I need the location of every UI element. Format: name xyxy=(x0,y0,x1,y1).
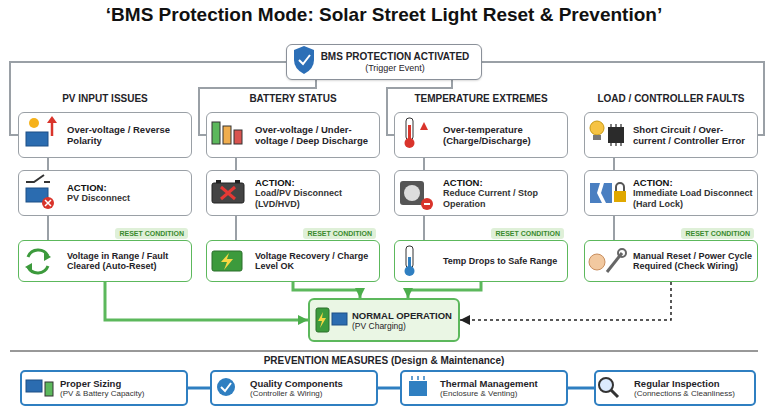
issue-box: Over-temperature (Charge/Discharge) xyxy=(394,112,568,158)
action-text: Load/PV Disconnect (LVD/HVD) xyxy=(255,188,375,209)
connector xyxy=(423,158,425,170)
connector xyxy=(613,216,615,240)
reset-tab: RESET CONDITION xyxy=(303,228,376,239)
action-heading: ACTION: xyxy=(67,182,187,193)
issue-box: Over-voltage / Reverse Polarity xyxy=(18,112,192,158)
action-text: Immediate Load Disconnect (Hard Lock) xyxy=(633,188,753,209)
connector xyxy=(423,216,425,240)
prevention-box: Quality Components(Controller & Wiring) xyxy=(210,370,378,406)
diagram-title: ‘BMS Protection Mode: Solar Street Light… xyxy=(0,3,768,27)
column-heading: LOAD / CONTROLLER FAULTS xyxy=(584,93,758,105)
reset-box: RESET CONDITIONVoltage in Range / Fault … xyxy=(18,240,192,282)
box-subtext: (Controller & Wiring) xyxy=(250,389,372,399)
connector xyxy=(293,282,360,298)
prevention-box: Proper Sizing(PV & Battery Capacity) xyxy=(20,370,188,406)
box-heading: BMS PROTECTION ACTIVATED xyxy=(321,51,470,63)
prevention-box: Thermal Management(Enclosure & Venting) xyxy=(400,370,568,406)
box-heading: Thermal Management xyxy=(440,378,562,389)
action-heading: ACTION: xyxy=(443,177,563,188)
action-box: ACTION:Immediate Load Disconnect (Hard L… xyxy=(584,170,758,216)
trigger-box: BMS PROTECTION ACTIVATED(Trigger Event) xyxy=(286,44,482,80)
reset-text: Voltage Recovery / Charge Level OK xyxy=(255,251,375,272)
section-heading: PREVENTION MEASURES (Design & Maintenanc… xyxy=(150,355,618,367)
section-divider xyxy=(10,351,758,352)
action-heading: ACTION: xyxy=(255,177,375,188)
box-heading: Proper Sizing xyxy=(60,378,182,389)
column-heading: TEMPERATURE EXTREMES xyxy=(394,93,568,105)
connector xyxy=(613,158,615,170)
reset-text: Voltage in Range / Fault Cleared (Auto-R… xyxy=(67,251,187,272)
issue-box: Over-voltage / Under-voltage / Deep Disc… xyxy=(206,112,380,158)
reset-text: Temp Drops to Safe Range xyxy=(443,256,563,267)
action-text: PV Disconnect xyxy=(67,193,187,204)
action-heading: ACTION: xyxy=(633,177,753,188)
prevention-box: Regular Inspection(Connections & Cleanli… xyxy=(594,370,756,406)
column-heading: PV INPUT ISSUES xyxy=(18,93,192,105)
connector-group xyxy=(10,62,764,388)
reset-box: RESET CONDITIONTemp Drops to Safe Range xyxy=(394,240,568,282)
box-heading: Regular Inspection xyxy=(634,378,750,389)
connector xyxy=(408,282,481,298)
connector xyxy=(105,282,308,320)
box-subtext: (PV & Battery Capacity) xyxy=(60,389,182,399)
box-text: Over-voltage / Under-voltage / Deep Disc… xyxy=(255,124,375,146)
action-box: ACTION:Load/PV Disconnect (LVD/HVD) xyxy=(206,170,380,216)
reset-box: RESET CONDITIONManual Reset / Power Cycl… xyxy=(584,240,758,282)
column-heading: BATTERY STATUS xyxy=(206,93,380,105)
box-text: Over-voltage / Reverse Polarity xyxy=(67,124,187,146)
reset-box: RESET CONDITIONVoltage Recovery / Charge… xyxy=(206,240,380,282)
normal-operation-box: NORMAL OPERATION(PV Charging) xyxy=(308,298,460,342)
connector xyxy=(235,158,237,170)
box-text: Short Circuit / Over-current / Controlle… xyxy=(633,124,753,146)
box-subtext: (Connections & Cleanliness) xyxy=(634,389,750,399)
box-heading: Quality Components xyxy=(250,378,372,389)
connector xyxy=(568,387,594,390)
box-subtext: (Trigger Event) xyxy=(365,63,425,74)
box-text: Over-temperature (Charge/Discharge) xyxy=(443,124,563,146)
action-box: ACTION:PV Disconnect xyxy=(18,170,192,216)
reset-tab: RESET CONDITION xyxy=(681,228,754,239)
box-subtext: (Enclosure & Venting) xyxy=(440,389,562,399)
issue-box: Short Circuit / Over-current / Controlle… xyxy=(584,112,758,158)
connector xyxy=(378,387,400,390)
connector xyxy=(47,158,49,170)
connector xyxy=(235,216,237,240)
action-box: ACTION:Reduce Current / Stop Operation xyxy=(394,170,568,216)
connector xyxy=(460,282,671,320)
reset-tab: RESET CONDITION xyxy=(491,228,564,239)
connector xyxy=(188,387,210,390)
box-subtext: (PV Charging) xyxy=(352,321,454,331)
reset-tab: RESET CONDITION xyxy=(115,228,188,239)
reset-text: Manual Reset / Power Cycle Required (Che… xyxy=(633,251,753,272)
action-text: Reduce Current / Stop Operation xyxy=(443,188,563,209)
connector xyxy=(47,216,49,240)
box-heading: NORMAL OPERATION xyxy=(352,310,454,321)
